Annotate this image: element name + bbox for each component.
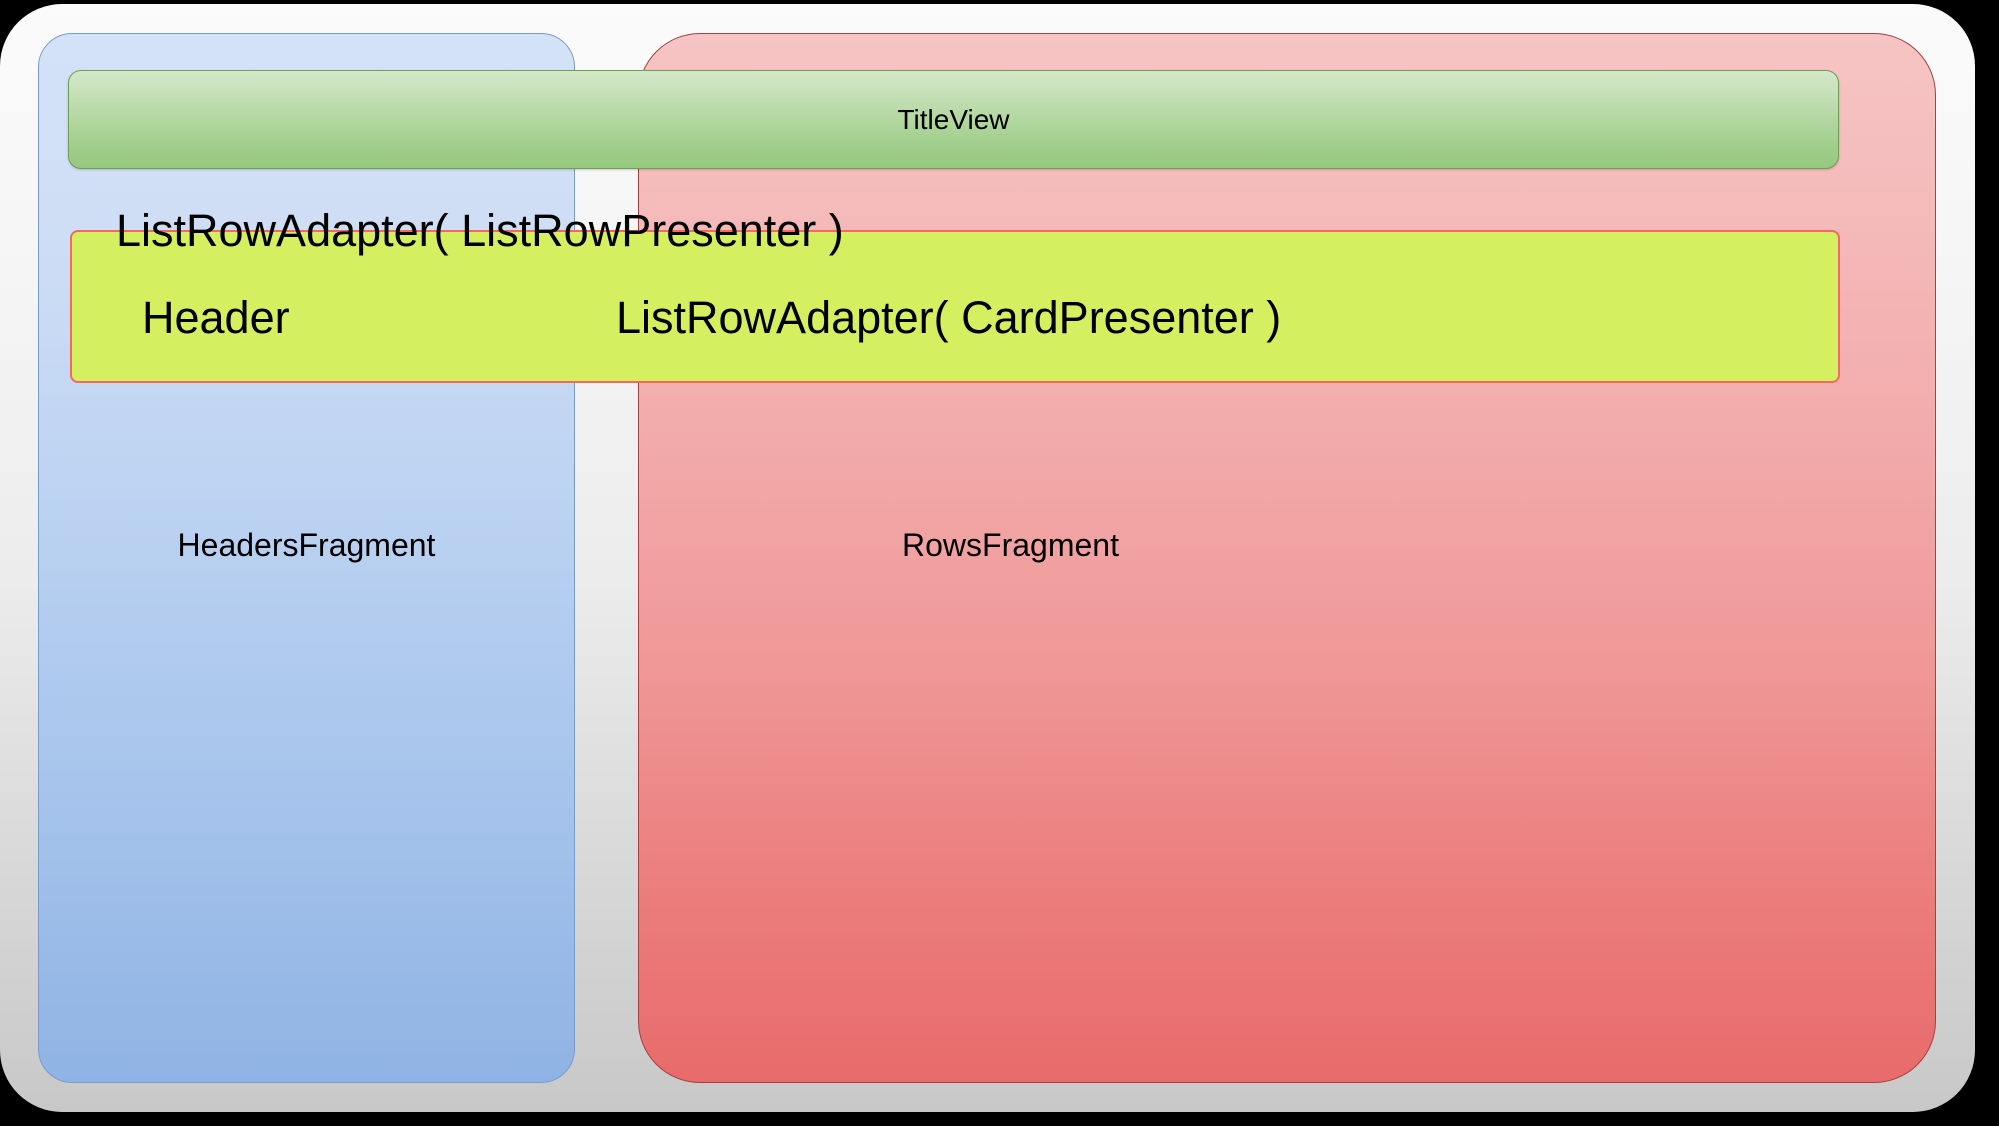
title-view-label: TitleView: [897, 103, 1010, 135]
rows-fragment-panel: [638, 33, 1936, 1083]
title-view-bar: TitleView: [68, 70, 1839, 169]
rows-fragment-label: RowsFragment: [902, 527, 1119, 563]
list-row-adapter-box: [70, 230, 1840, 383]
header-cell-label: Header: [142, 292, 290, 343]
card-presenter-cell-label: ListRowAdapter( CardPresenter ): [616, 292, 1282, 343]
list-row-adapter-presenter-label: ListRowAdapter( ListRowPresenter ): [116, 205, 844, 256]
headers-fragment-panel: [38, 33, 575, 1083]
headers-fragment-label: HeadersFragment: [177, 527, 436, 563]
